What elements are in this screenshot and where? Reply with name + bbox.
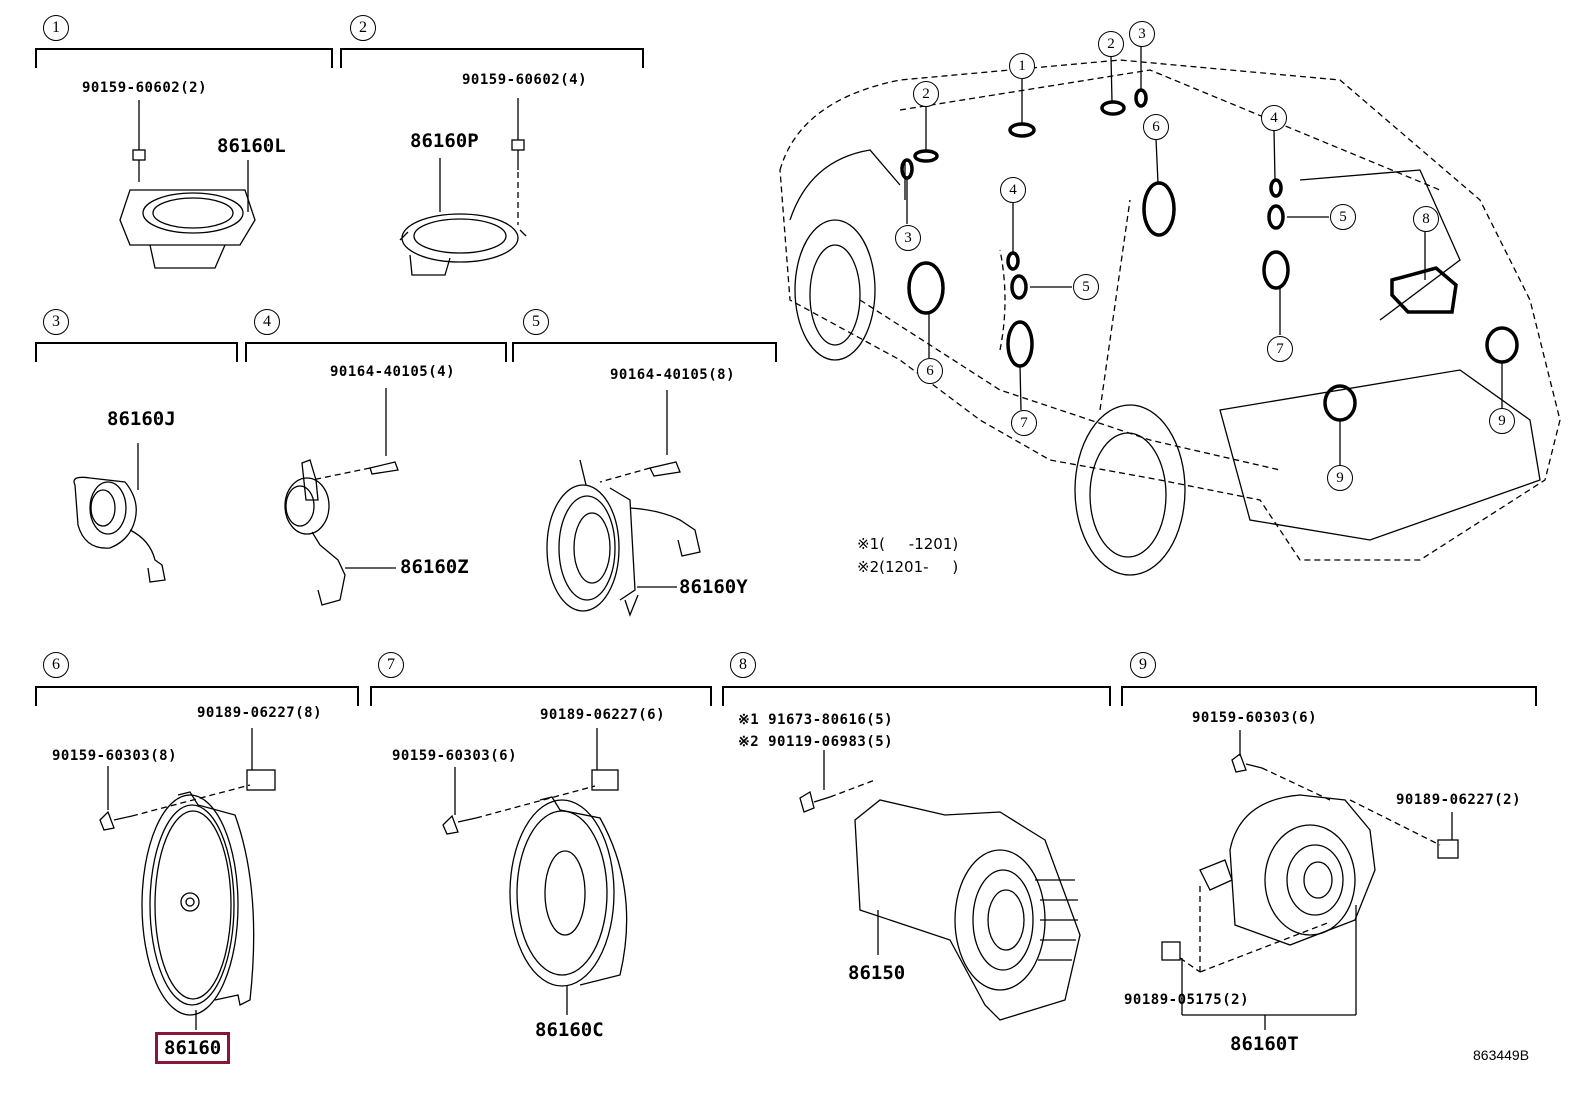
- group-bracket-2: [340, 48, 644, 68]
- vehicle-callout[interactable]: 1: [1009, 53, 1035, 79]
- group-bracket-7: [370, 686, 712, 706]
- vehicle-callout[interactable]: 7: [1267, 336, 1293, 362]
- part-label-86150[interactable]: 86150: [848, 962, 906, 984]
- vehicle-callout[interactable]: 6: [1143, 114, 1169, 140]
- group-callout-5: 5: [523, 309, 549, 335]
- part-label-86160J[interactable]: 86160J: [107, 408, 176, 430]
- tweeter-86160Z-drawing: [284, 388, 399, 606]
- group-callout-1: 1: [43, 15, 69, 41]
- speaker-86160L-drawing: [119, 100, 256, 269]
- vehicle-drawing: [779, 47, 1561, 576]
- part-label-86160Y[interactable]: 86160Y: [679, 576, 748, 598]
- group-bracket-4: [245, 342, 507, 362]
- diagram-id: 863449B: [1473, 1047, 1530, 1063]
- speaker-86160-drawing: [99, 728, 276, 1030]
- group-callout-3: 3: [43, 309, 69, 335]
- group-callout-6: 6: [43, 652, 69, 678]
- footnote-2: ※2(1201- ): [857, 558, 959, 576]
- part-label-86160Z[interactable]: 86160Z: [400, 556, 469, 578]
- group-callout-2: 2: [350, 15, 376, 41]
- fastener-label[interactable]: 90164-40105(8): [610, 367, 736, 383]
- tweeter-86160J-drawing: [73, 443, 166, 583]
- part-label-86160T[interactable]: 86160T: [1230, 1033, 1299, 1055]
- vehicle-callout[interactable]: 2: [1098, 31, 1124, 57]
- vehicle-callout[interactable]: 3: [895, 225, 921, 251]
- group-bracket-9: [1121, 686, 1537, 706]
- speaker-86160T-drawing: [1161, 730, 1459, 1030]
- group-callout-4: 4: [254, 309, 280, 335]
- fastener-label[interactable]: 90164-40105(4): [330, 364, 456, 380]
- fastener-label[interactable]: 90159-60602(4): [462, 72, 588, 88]
- group-bracket-1: [35, 48, 333, 68]
- vehicle-callout[interactable]: 6: [917, 358, 943, 384]
- group-bracket-3: [35, 342, 238, 362]
- speaker-86160Y-drawing: [546, 390, 701, 617]
- vehicle-callout[interactable]: 7: [1011, 410, 1037, 436]
- group-bracket-8: [722, 686, 1111, 706]
- fastener-label[interactable]: 90189-06227(6): [540, 707, 666, 723]
- part-label-86160L[interactable]: 86160L: [217, 135, 286, 157]
- vehicle-callout[interactable]: 9: [1327, 465, 1353, 491]
- fastener-label[interactable]: 90159-60303(8): [52, 748, 178, 764]
- speaker-86160C-drawing: [442, 728, 628, 1015]
- vehicle-callout[interactable]: 8: [1413, 206, 1439, 232]
- group-callout-9: 9: [1130, 652, 1156, 678]
- subwoofer-86150-drawing: [799, 750, 1081, 1021]
- vehicle-callout[interactable]: 5: [1073, 274, 1099, 300]
- group-callout-8: 8: [730, 652, 756, 678]
- group-callout-7: 7: [378, 652, 404, 678]
- vehicle-callout[interactable]: 4: [1000, 177, 1026, 203]
- vehicle-callout[interactable]: 3: [1129, 21, 1155, 47]
- fastener-label[interactable]: 90159-60602(2): [82, 80, 208, 96]
- vehicle-callout[interactable]: 9: [1489, 408, 1515, 434]
- vehicle-callout[interactable]: 4: [1261, 105, 1287, 131]
- speaker-86160P-drawing: [399, 98, 527, 276]
- part-label-86160C[interactable]: 86160C: [535, 1019, 604, 1041]
- group-bracket-6: [35, 686, 359, 706]
- fastener-label[interactable]: 90189-05175(2): [1124, 992, 1250, 1008]
- fastener-label[interactable]: ※2 90119-06983(5): [738, 734, 894, 750]
- fastener-label[interactable]: 90189-06227(2): [1396, 792, 1522, 808]
- group-bracket-5: [512, 342, 777, 362]
- part-label-86160-highlighted[interactable]: 86160: [155, 1032, 231, 1064]
- vehicle-callout[interactable]: 5: [1330, 204, 1356, 230]
- part-label-86160P[interactable]: 86160P: [410, 130, 479, 152]
- footnote-1: ※1( -1201): [857, 535, 959, 553]
- fastener-label[interactable]: 90159-60303(6): [1192, 710, 1318, 726]
- fastener-label[interactable]: 90159-60303(6): [392, 748, 518, 764]
- fastener-label[interactable]: ※1 91673-80616(5): [738, 712, 894, 728]
- fastener-label[interactable]: 90189-06227(8): [197, 705, 323, 721]
- vehicle-callout[interactable]: 2: [913, 81, 939, 107]
